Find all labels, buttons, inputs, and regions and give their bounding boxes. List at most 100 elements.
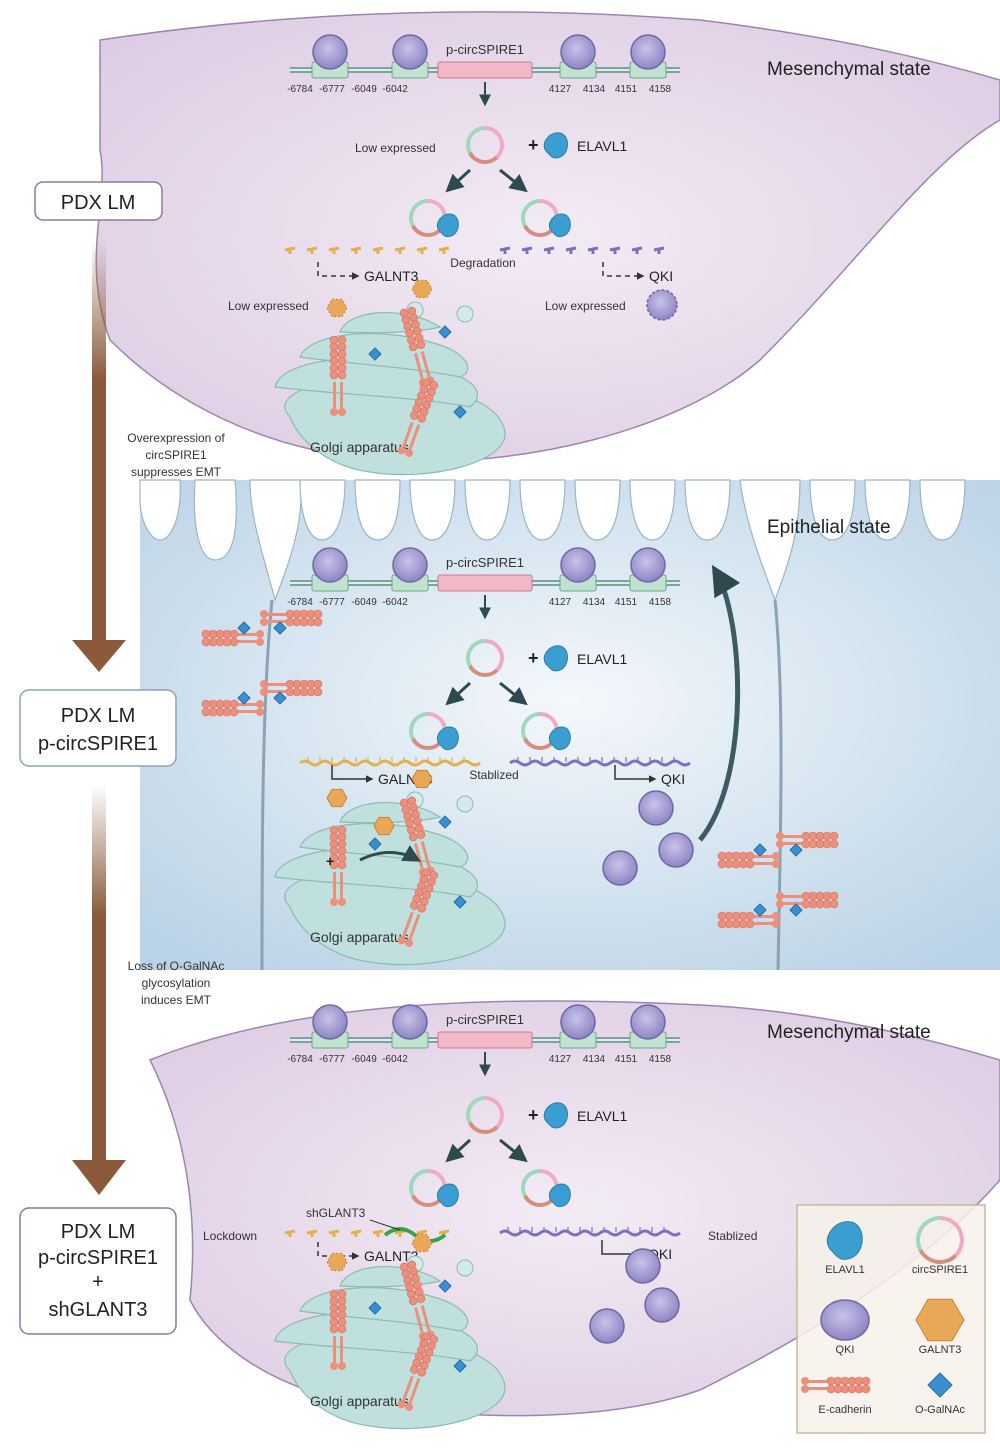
galnt3-icon	[373, 816, 395, 836]
legend-label: O-GalNAc	[915, 1404, 966, 1416]
mrna-strand	[509, 757, 691, 767]
step2-box	[19, 689, 177, 767]
panel-2-content: Mesenchymal state p-circSPIRE1-6784-6777-…	[203, 1004, 931, 1344]
o-galnac-icon	[438, 815, 452, 829]
legend-label: E-cadherin	[818, 1404, 871, 1416]
elavl1-icon	[548, 726, 571, 751]
galnt3-icon	[915, 1298, 965, 1342]
qki-icon	[392, 34, 428, 70]
o-galnac-icon	[237, 621, 251, 635]
promoter-label: p-circSPIRE1	[446, 555, 524, 570]
mrna-strand	[499, 246, 665, 254]
galnt3-icon	[326, 298, 348, 318]
legend-label: QKI	[836, 1344, 855, 1356]
elavl1-icon	[436, 213, 459, 238]
o-galnac-icon	[789, 843, 803, 857]
position-label: 4134	[583, 597, 606, 608]
transition1-line2: circSPIRE1	[145, 448, 207, 462]
position-label: 4151	[615, 597, 638, 608]
position-label: 4134	[583, 84, 606, 95]
transition2-line3: induces EMT	[141, 993, 212, 1007]
position-label: 4127	[549, 84, 572, 95]
e-cadherin-icon	[201, 629, 264, 647]
state-title: Epithelial state	[767, 517, 891, 538]
qki-icon	[658, 832, 694, 868]
promoter-box	[437, 574, 533, 592]
e-cadherin-icon	[329, 335, 347, 416]
o-galnac-icon	[453, 405, 467, 419]
legend-label: GALNT3	[919, 1344, 962, 1356]
o-galnac-icon	[368, 1301, 382, 1315]
elavl1-icon	[826, 1221, 863, 1260]
position-label: 4158	[649, 597, 672, 608]
qki-icon	[602, 850, 638, 886]
lateral-membrane-left	[260, 599, 274, 971]
qki-icon	[589, 1308, 625, 1344]
o-galnac-icon	[368, 347, 382, 361]
circspire1-icon	[466, 639, 504, 677]
gene-arrow: GALNT3	[317, 1242, 419, 1264]
position-label: -6777	[319, 597, 345, 608]
e-cadherin-icon	[329, 1289, 347, 1370]
elavl1-icon	[543, 645, 568, 672]
glycosylation-arrow	[359, 845, 422, 862]
glyco-plus: +	[326, 853, 334, 869]
o-galnac-icon	[438, 1279, 452, 1293]
e-cadherin-icon	[399, 306, 435, 387]
arrow2-shaft	[92, 785, 106, 1160]
qki-icon	[820, 1299, 870, 1341]
qki-icon	[630, 1004, 666, 1040]
o-galnac-icon	[368, 837, 382, 851]
position-label: -6042	[382, 84, 408, 95]
golgi-label: Golgi apparatus	[310, 439, 409, 455]
elavl1-label: ELAVL1	[577, 1108, 628, 1124]
qki-icon	[560, 34, 596, 70]
o-galnac-icon	[753, 843, 767, 857]
e-cadherin-icon	[776, 891, 839, 909]
legend-item: QKI	[820, 1299, 870, 1356]
e-cadherin-icon	[201, 699, 264, 717]
gene-arrow: GALNT3	[317, 262, 419, 284]
elavl1-icon	[436, 726, 459, 751]
qki-icon	[312, 34, 348, 70]
flow-column: PDX LM Overexpression of circSPIRE1 supp…	[19, 181, 225, 1335]
position-label: -6784	[287, 1054, 313, 1065]
step3-label-line3: +	[92, 1271, 104, 1293]
o-galnac-icon	[453, 895, 467, 909]
panel-content: Mesenchymal statep-circSPIRE1-6784-6777-…	[203, 34, 931, 1430]
gene-label: QKI	[661, 771, 685, 787]
qki-icon	[560, 1004, 596, 1040]
microvilli	[139, 479, 966, 603]
position-label: 4151	[615, 1054, 638, 1065]
arrow1-shaft	[92, 240, 106, 640]
qki-icon	[312, 1004, 348, 1040]
gene-label: GALNT3	[364, 268, 419, 284]
position-label: 4127	[549, 1054, 572, 1065]
galnt3-icon	[326, 1252, 348, 1272]
state-title: Mesenchymal state	[767, 1022, 931, 1043]
position-label: -6784	[287, 84, 313, 95]
position-label: 4151	[615, 84, 638, 95]
legend-item: GALNT3	[915, 1298, 965, 1356]
qki-icon	[638, 790, 674, 826]
galnt3-icon	[411, 1233, 433, 1253]
elavl1-label: ELAVL1	[577, 651, 628, 667]
shrna-strand	[383, 1227, 447, 1243]
golgi-label: Golgi apparatus	[310, 1393, 409, 1409]
o-galnac-icon	[273, 691, 287, 705]
elavl1-icon	[543, 1102, 568, 1129]
qki-icon	[625, 1248, 661, 1284]
transition1-line1: Overexpression of	[127, 431, 225, 445]
promoter-label: p-circSPIRE1	[446, 42, 524, 57]
position-label: -6042	[382, 597, 408, 608]
transition2-line1: Loss of O-GalNAc	[128, 959, 225, 973]
position-label: 4158	[649, 1054, 672, 1065]
o-galnac-icon	[453, 1359, 467, 1373]
feedback-arrow	[698, 564, 741, 842]
e-cadherin-icon	[260, 679, 323, 697]
